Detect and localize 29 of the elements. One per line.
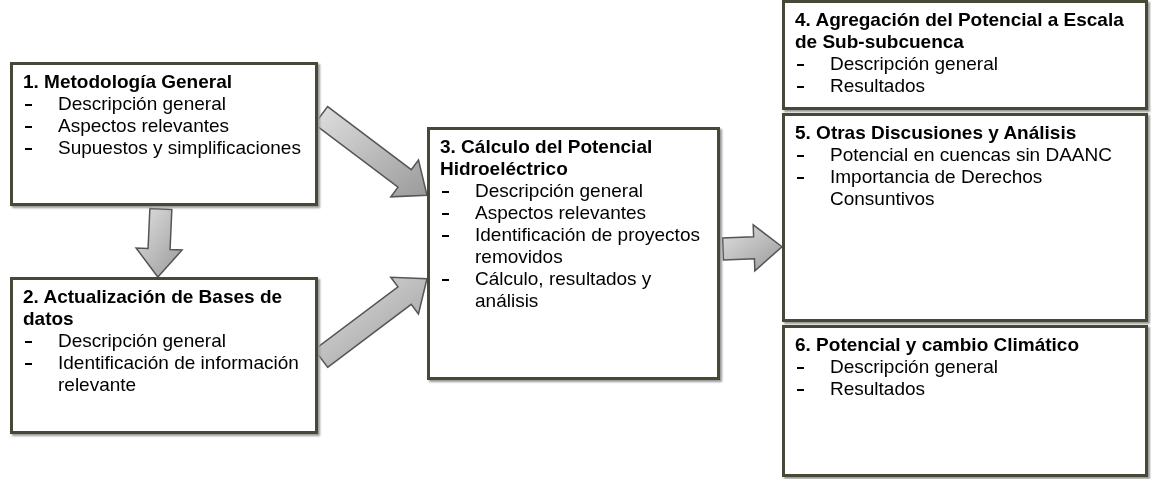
list-item: Identificación de información relevante <box>58 352 300 396</box>
list-item: Resultados <box>830 378 926 400</box>
section-box <box>427 127 720 380</box>
list-item: Aspectos relevantes <box>58 115 230 137</box>
list-item: Identificación de proyectos removidos <box>475 224 701 268</box>
section-box <box>10 277 318 434</box>
list-item: Resultados <box>830 75 926 97</box>
list-item: Descripción general <box>475 180 643 202</box>
list-item: Supuestos y simplificaciones <box>58 137 301 159</box>
block-arrow <box>721 223 784 273</box>
section-heading: 4. Agregación del Potencial a Escala de Sub-subcuenca <box>795 9 1125 53</box>
section-box <box>782 325 1148 477</box>
list-item: Aspectos relevantes <box>475 202 647 224</box>
block-arrow <box>134 207 184 279</box>
section-heading: 6. Potencial y cambio Climático <box>795 334 1081 356</box>
section-heading: 5. Otras Discusiones y Análisis <box>795 122 1078 144</box>
section-heading: 3. Cálculo del Potencial Hidroeléctrico <box>440 136 654 180</box>
section-heading: 2. Actualización de Bases de datos <box>23 286 284 330</box>
list-item: Descripción general <box>830 356 998 378</box>
list-item: Importancia de Derechos Consuntivos <box>830 166 1044 210</box>
section-box <box>10 62 318 206</box>
list-item: Cálculo, resultados y análisis <box>475 268 653 312</box>
list-item: Descripción general <box>830 53 998 75</box>
section-box <box>782 0 1148 110</box>
section-box <box>782 113 1148 322</box>
section-heading: 1. Metodología General <box>23 71 234 93</box>
list-item: Descripción general <box>58 330 226 352</box>
list-item: Descripción general <box>58 93 226 115</box>
list-item: Potencial en cuencas sin DAANC <box>830 144 1112 166</box>
